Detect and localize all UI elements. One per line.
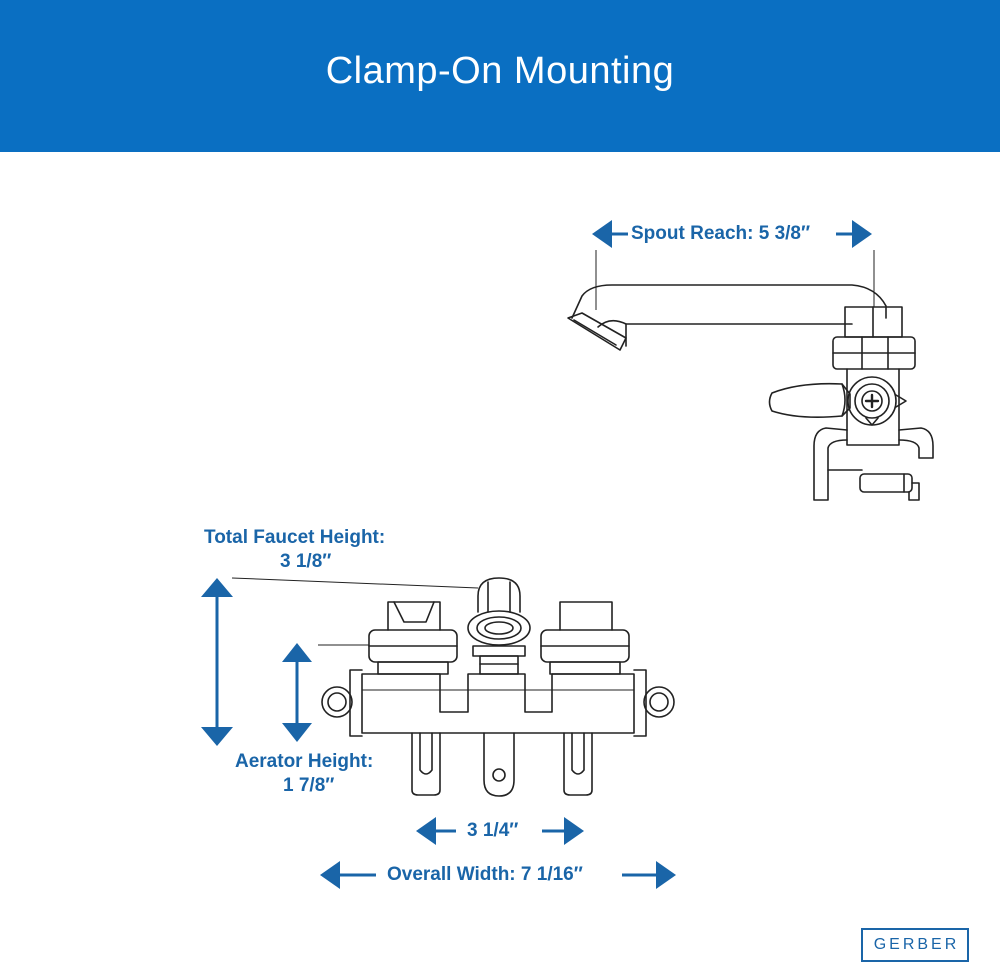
arrow-down-icon bbox=[282, 723, 312, 742]
header-banner: Clamp-On Mounting bbox=[0, 0, 1000, 152]
arrow-right-icon bbox=[852, 220, 872, 248]
aerator-height-label: Aerator Height: bbox=[235, 751, 374, 772]
logo-text: GERBER bbox=[873, 936, 960, 953]
arrow-right-icon bbox=[564, 817, 584, 845]
arrow-left-icon bbox=[592, 220, 612, 248]
arrow-up-icon bbox=[201, 578, 233, 597]
dimension-arrows bbox=[201, 220, 872, 889]
arrow-up-icon bbox=[282, 643, 312, 662]
faucet-front-view bbox=[321, 577, 675, 797]
total-height-value: 3 1/8″ bbox=[280, 551, 332, 572]
spout-reach-label: Spout Reach: 5 3/8″ bbox=[631, 223, 811, 244]
arrow-left-icon bbox=[416, 817, 436, 845]
arrow-left-icon bbox=[320, 861, 340, 889]
dimension-leaders bbox=[231, 250, 875, 646]
total-height-label: Total Faucet Height: bbox=[204, 527, 386, 548]
arrow-down-icon bbox=[201, 727, 233, 746]
gerber-logo: GERBER bbox=[861, 928, 969, 962]
arrow-right-icon bbox=[656, 861, 676, 889]
aerator-height-value: 1 7/8″ bbox=[283, 775, 335, 796]
overall-width-label: Overall Width: 7 1/16″ bbox=[387, 864, 583, 885]
faucet-side-view bbox=[567, 284, 934, 501]
page-title: Clamp-On Mounting bbox=[325, 49, 675, 92]
center-width-label: 3 1/4″ bbox=[467, 820, 519, 841]
